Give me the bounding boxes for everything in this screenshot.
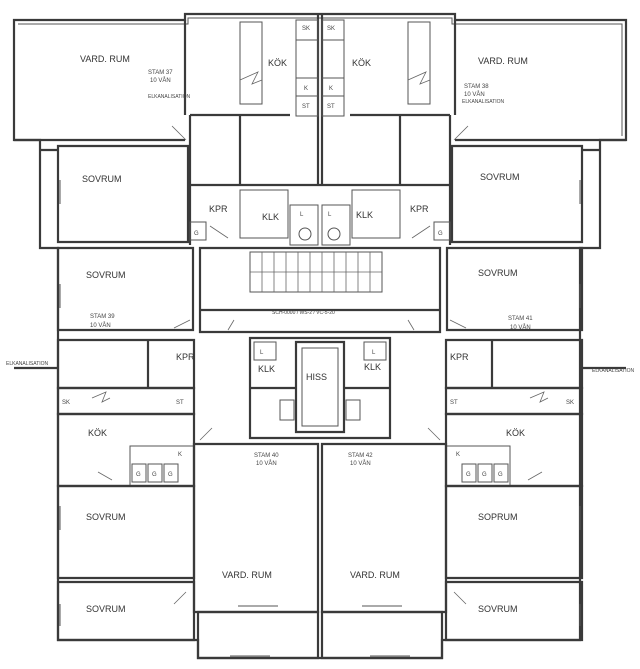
- stam-37-note: ELKANALISATION: [148, 94, 191, 100]
- mark-l-2: L: [328, 212, 332, 218]
- room-label-klk-4: KLK: [364, 362, 381, 372]
- room-label-vard-rum-top-right: VARD. RUM: [478, 56, 528, 66]
- stam-42-label: STAM 42: [348, 453, 373, 459]
- room-label-sovrum-1: SOVRUM: [82, 174, 122, 184]
- room-label-kok-bottom-left: KÖK: [88, 428, 107, 438]
- mark-g-7: G: [482, 472, 487, 478]
- room-label-sovrum-7: SOVRUM: [478, 604, 518, 614]
- elkanal-left: ELKANALISATION: [6, 361, 49, 367]
- mark-l-4: L: [372, 350, 376, 356]
- room-label-vard-rum-bottom-left: VARD. RUM: [222, 570, 272, 580]
- stam-40-floor: 10 VÅN: [256, 460, 277, 467]
- stam-39-floor: 10 VÅN: [90, 322, 111, 329]
- room-label-klk-2: KLK: [356, 210, 373, 220]
- room-label-kpr-1: KPR: [209, 204, 228, 214]
- mark-l-3: L: [260, 350, 264, 356]
- bottom-half-walls: [14, 338, 626, 658]
- middle-walls: [58, 248, 582, 332]
- mark-st-4: ST: [450, 400, 458, 406]
- mark-k-4: K: [456, 452, 460, 458]
- mark-g-3: G: [136, 472, 141, 478]
- stam-42-floor: 10 VÅN: [350, 460, 371, 467]
- mark-sk-1: SK: [302, 26, 310, 32]
- mark-k-2: K: [329, 86, 333, 92]
- stam-40-label: STAM 40: [254, 453, 279, 459]
- stair-treads: [250, 252, 382, 292]
- mark-g-5: G: [168, 472, 173, 478]
- stam-37-floor: 10 VÅN: [150, 77, 171, 84]
- stam-37-label: STAM 37: [148, 70, 173, 76]
- room-label-sovrum-5: SOVRUM: [86, 512, 126, 522]
- room-label-sovrum-3: SOVRUM: [86, 270, 126, 280]
- stam-41-floor: 10 VÅN: [510, 324, 531, 331]
- top-half-walls: [14, 14, 626, 245]
- stam-38-label: STAM 38: [464, 84, 489, 90]
- mark-g-8: G: [498, 472, 503, 478]
- room-label-klk-1: KLK: [262, 212, 279, 222]
- room-label-kok-top-right: KÖK: [352, 58, 371, 68]
- room-label-sovrum-6: SOVRUM: [86, 604, 126, 614]
- room-label-sovrum-4: SOVRUM: [478, 268, 518, 278]
- mark-k-3: K: [178, 452, 182, 458]
- room-label-kpr-3: KPR: [176, 352, 195, 362]
- room-label-vard-rum-bottom-right: VARD. RUM: [350, 570, 400, 580]
- windows: [60, 180, 580, 656]
- room-label-kpr-4: KPR: [450, 352, 469, 362]
- corridor-note: SCH-0000 / WS-2 / VC-5-20: [272, 310, 335, 316]
- room-label-klk-3: KLK: [258, 364, 275, 374]
- room-label-sovrum-2: SOVRUM: [480, 172, 520, 182]
- room-label-soprum: SOPRUM: [478, 512, 518, 522]
- stam-38-floor: 10 VÅN: [464, 91, 485, 98]
- mark-k-1: K: [304, 86, 308, 92]
- mark-sk-2: SK: [327, 26, 335, 32]
- stam-39-label: STAM 39: [90, 314, 115, 320]
- room-label-hiss: HISS: [306, 372, 327, 382]
- outer-walls: [14, 14, 626, 658]
- room-label-kpr-2: KPR: [410, 204, 429, 214]
- elkanal-right: ELKANALISATION: [592, 368, 635, 374]
- mark-g-6: G: [466, 472, 471, 478]
- stam-38-note: ELKANALISATION: [462, 99, 505, 105]
- room-label-kok-top-left: KÖK: [268, 58, 287, 68]
- door-swings: [98, 126, 542, 604]
- mark-l-1: L: [300, 212, 304, 218]
- mark-sk-3: SK: [62, 400, 70, 406]
- room-label-kok-bottom-right: KÖK: [506, 428, 525, 438]
- stam-41-label: STAM 41: [508, 316, 533, 322]
- mark-sk-4: SK: [566, 400, 574, 406]
- mark-g-4: G: [152, 472, 157, 478]
- room-label-vard-rum-top-left: VARD. RUM: [80, 54, 130, 64]
- mark-g-1: G: [194, 231, 199, 237]
- mark-st-1: ST: [302, 104, 310, 110]
- mark-st-2: ST: [327, 104, 335, 110]
- mark-g-2: G: [438, 231, 443, 237]
- mark-st-3: ST: [176, 400, 184, 406]
